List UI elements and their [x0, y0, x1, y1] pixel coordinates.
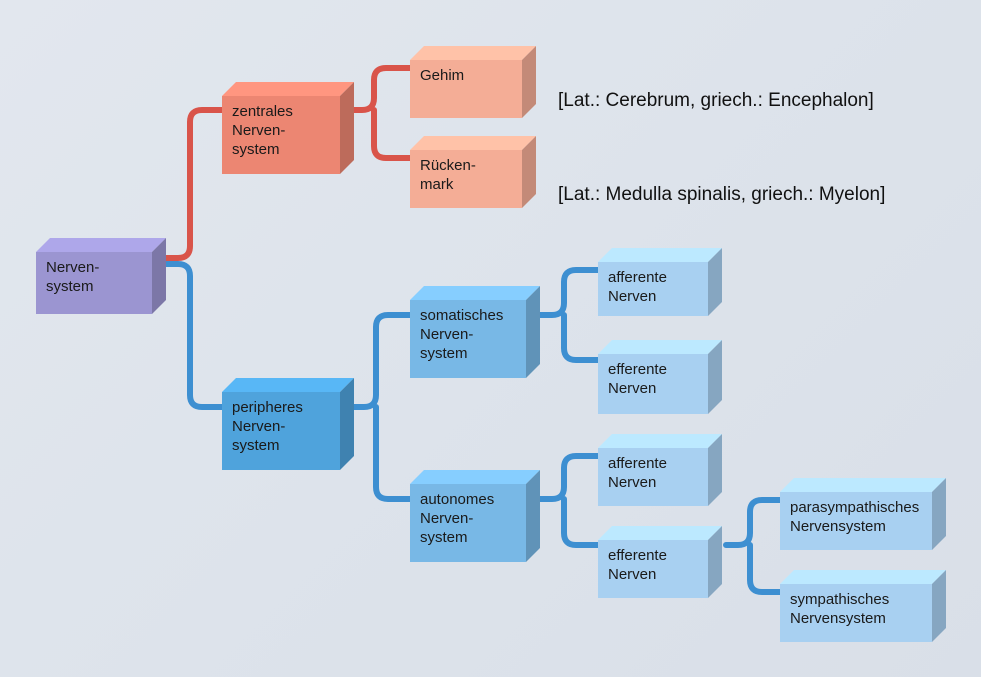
box-side-face [522, 46, 536, 118]
node-sym: sympathisches Nervensystem [780, 570, 946, 642]
box-top-face [598, 434, 722, 448]
connector-zns-children [349, 65, 413, 161]
box-top-face [410, 286, 540, 300]
box-top-face [780, 570, 946, 584]
box-side-face [932, 478, 946, 550]
box-top-face [222, 378, 354, 392]
box-front-face [410, 484, 526, 562]
box-top-face [598, 248, 722, 262]
node-label: Rücken- mark [420, 157, 476, 193]
node-som-afferent: afferente Nerven [598, 248, 722, 316]
connector-autonomic-children [535, 453, 601, 548]
box-front-face [780, 584, 932, 642]
box-side-face [522, 136, 536, 208]
box-front-face [780, 492, 932, 550]
box-front-face [222, 392, 340, 470]
node-rueckenmark: Rücken- mark [410, 136, 536, 208]
node-label: peripheres Nerven- system [232, 399, 303, 454]
box-front-face [598, 540, 708, 598]
node-label: parasympathisches Nervensystem [790, 499, 920, 535]
box-side-face [708, 434, 722, 506]
box-front-face [36, 252, 152, 314]
node-para: parasympathisches Nervensystem [780, 478, 946, 550]
node-label: efferente Nerven [608, 361, 667, 397]
box-top-face [410, 136, 536, 150]
box-top-face [222, 82, 354, 96]
box-side-face [708, 248, 722, 316]
node-label: autonomes Nerven- system [420, 491, 495, 546]
box-side-face [932, 570, 946, 642]
connector-pns-children [349, 312, 413, 502]
node-label: Gehim [420, 67, 465, 84]
box-side-face [152, 238, 166, 314]
box-side-face [526, 286, 540, 378]
box-front-face [598, 448, 708, 506]
node-gehirn: Gehim [410, 46, 536, 118]
box-top-face [36, 238, 166, 252]
box-front-face [410, 150, 522, 208]
node-label: Nerven- system [46, 259, 100, 295]
annotation-cerebrum: [Lat.: Cerebrum, griech.: Encephalon] [558, 90, 874, 111]
annotation-medulla: [Lat.: Medulla spinalis, griech.: Myelon… [558, 184, 886, 205]
node-label: afferente Nerven [608, 455, 667, 491]
connector-somatic-children [535, 267, 601, 363]
node-pns: peripheres Nerven- system [222, 378, 354, 470]
node-aut-efferent: efferente Nerven [598, 526, 722, 598]
box-front-face [410, 60, 522, 118]
box-top-face [598, 526, 722, 540]
box-top-face [780, 478, 946, 492]
box-side-face [340, 82, 354, 174]
box-top-face [598, 340, 722, 354]
box-front-face [410, 300, 526, 378]
node-label: sympathisches Nervensystem [790, 591, 890, 627]
box-front-face [598, 262, 708, 316]
node-zns: zentrales Nerven- system [222, 82, 354, 174]
connector-root-zns [157, 107, 227, 261]
node-label: zentrales Nerven- system [232, 103, 293, 158]
node-label: afferente Nerven [608, 269, 667, 305]
box-side-face [708, 526, 722, 598]
node-label: somatisches Nerven- system [420, 307, 504, 362]
node-root: Nerven- system [36, 238, 166, 314]
box-side-face [708, 340, 722, 414]
box-side-face [340, 378, 354, 470]
box-top-face [410, 470, 540, 484]
node-label: efferente Nerven [608, 547, 667, 583]
box-top-face [410, 46, 536, 60]
connector-root-pns [157, 261, 227, 410]
node-aut-afferent: afferente Nerven [598, 434, 722, 506]
node-autonom: autonomes Nerven- system [410, 470, 540, 562]
box-front-face [222, 96, 340, 174]
node-somatisch: somatisches Nerven- system [410, 286, 540, 378]
box-front-face [598, 354, 708, 414]
node-som-efferent: efferente Nerven [598, 340, 722, 414]
connector-efferent-children [723, 497, 785, 595]
box-side-face [526, 470, 540, 562]
